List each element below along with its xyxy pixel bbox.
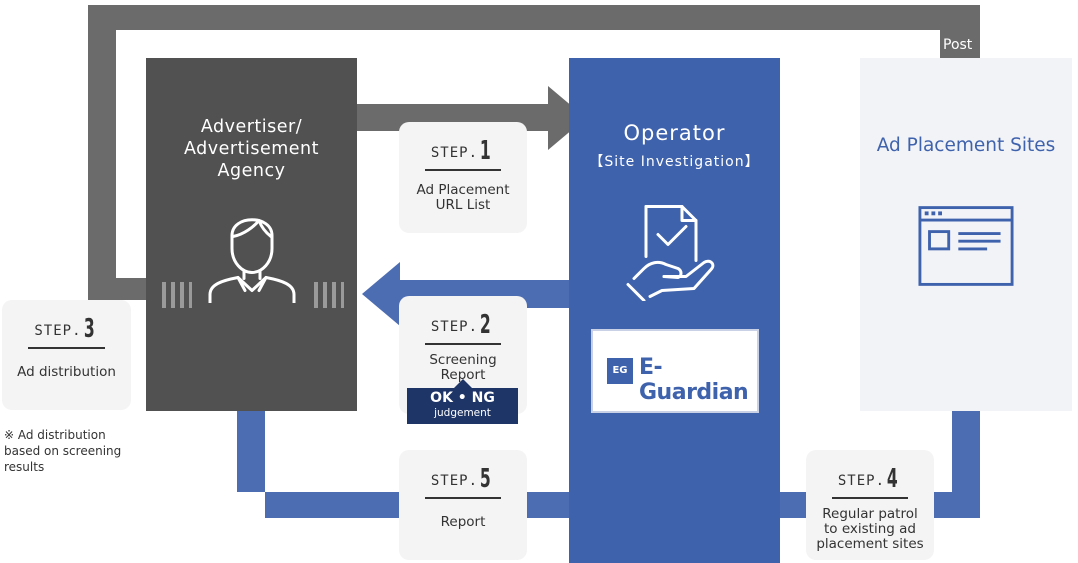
step-5-text: Report [440, 514, 486, 530]
operator-box: Operator 【Site Investigation】 EG E-Guard… [569, 58, 780, 563]
step-1-tag: STEP.1 [424, 136, 502, 171]
judgement-line-2: judgement [434, 407, 491, 419]
ok-ng-judgement-badge: OK • NG judgement [407, 388, 518, 424]
step-4-text: Regular patrol to existing ad placement … [816, 506, 924, 552]
operator-subtitle: 【Site Investigation】 [589, 154, 760, 170]
advertiser-title-line-2: Advertisement [184, 139, 319, 159]
ad-placement-sites-box: Ad Placement Sites [860, 58, 1072, 411]
advertiser-title-line-1: Advertiser/ [200, 117, 303, 137]
stripes-right [314, 282, 344, 308]
step-3-text: Ad distribution [17, 364, 116, 380]
step1-arrow [348, 86, 586, 150]
hand-check-document-icon [626, 205, 715, 301]
person-icon [208, 218, 296, 303]
note-text: ※ Ad distribution based on screening res… [4, 428, 122, 474]
step-1-card: STEP.1 Ad Placement URL List [399, 122, 527, 233]
stripes-left [162, 282, 192, 308]
advertiser-box: Advertiser/ Advertisement Agency [146, 58, 357, 411]
step-3-card: STEP.3 Ad distribution [2, 300, 131, 410]
operator-title: Operator [623, 121, 726, 145]
logo-text: E-Guardian [639, 355, 749, 405]
sites-title: Ad Placement Sites [876, 135, 1056, 156]
step-2-text: Screening Report [429, 352, 497, 383]
step-4-card: STEP.4 Regular patrol to existing ad pla… [806, 450, 934, 560]
step-1-text: Ad Placement URL List [416, 182, 510, 213]
step-2-tag: STEP.2 [424, 310, 502, 345]
step-3-tag: STEP.3 [28, 314, 105, 349]
post-label: Post [943, 37, 973, 53]
step2-arrow [362, 262, 585, 326]
logo-mark: EG [607, 358, 633, 384]
advertiser-title-line-3: Agency [217, 161, 286, 181]
judgement-line-1: OK • NG [430, 390, 495, 406]
advertiser-title: Advertiser/ Advertisement Agency [146, 116, 357, 182]
loop-connector [88, 278, 148, 300]
step-4-tag: STEP.4 [831, 464, 909, 499]
step-5-tag: STEP.5 [424, 464, 502, 499]
browser-window-icon [918, 206, 1014, 286]
step-5-card: STEP.5 Report [399, 450, 527, 560]
judgement-pointer [453, 379, 473, 389]
e-guardian-logo: EG E-Guardian [591, 329, 759, 413]
